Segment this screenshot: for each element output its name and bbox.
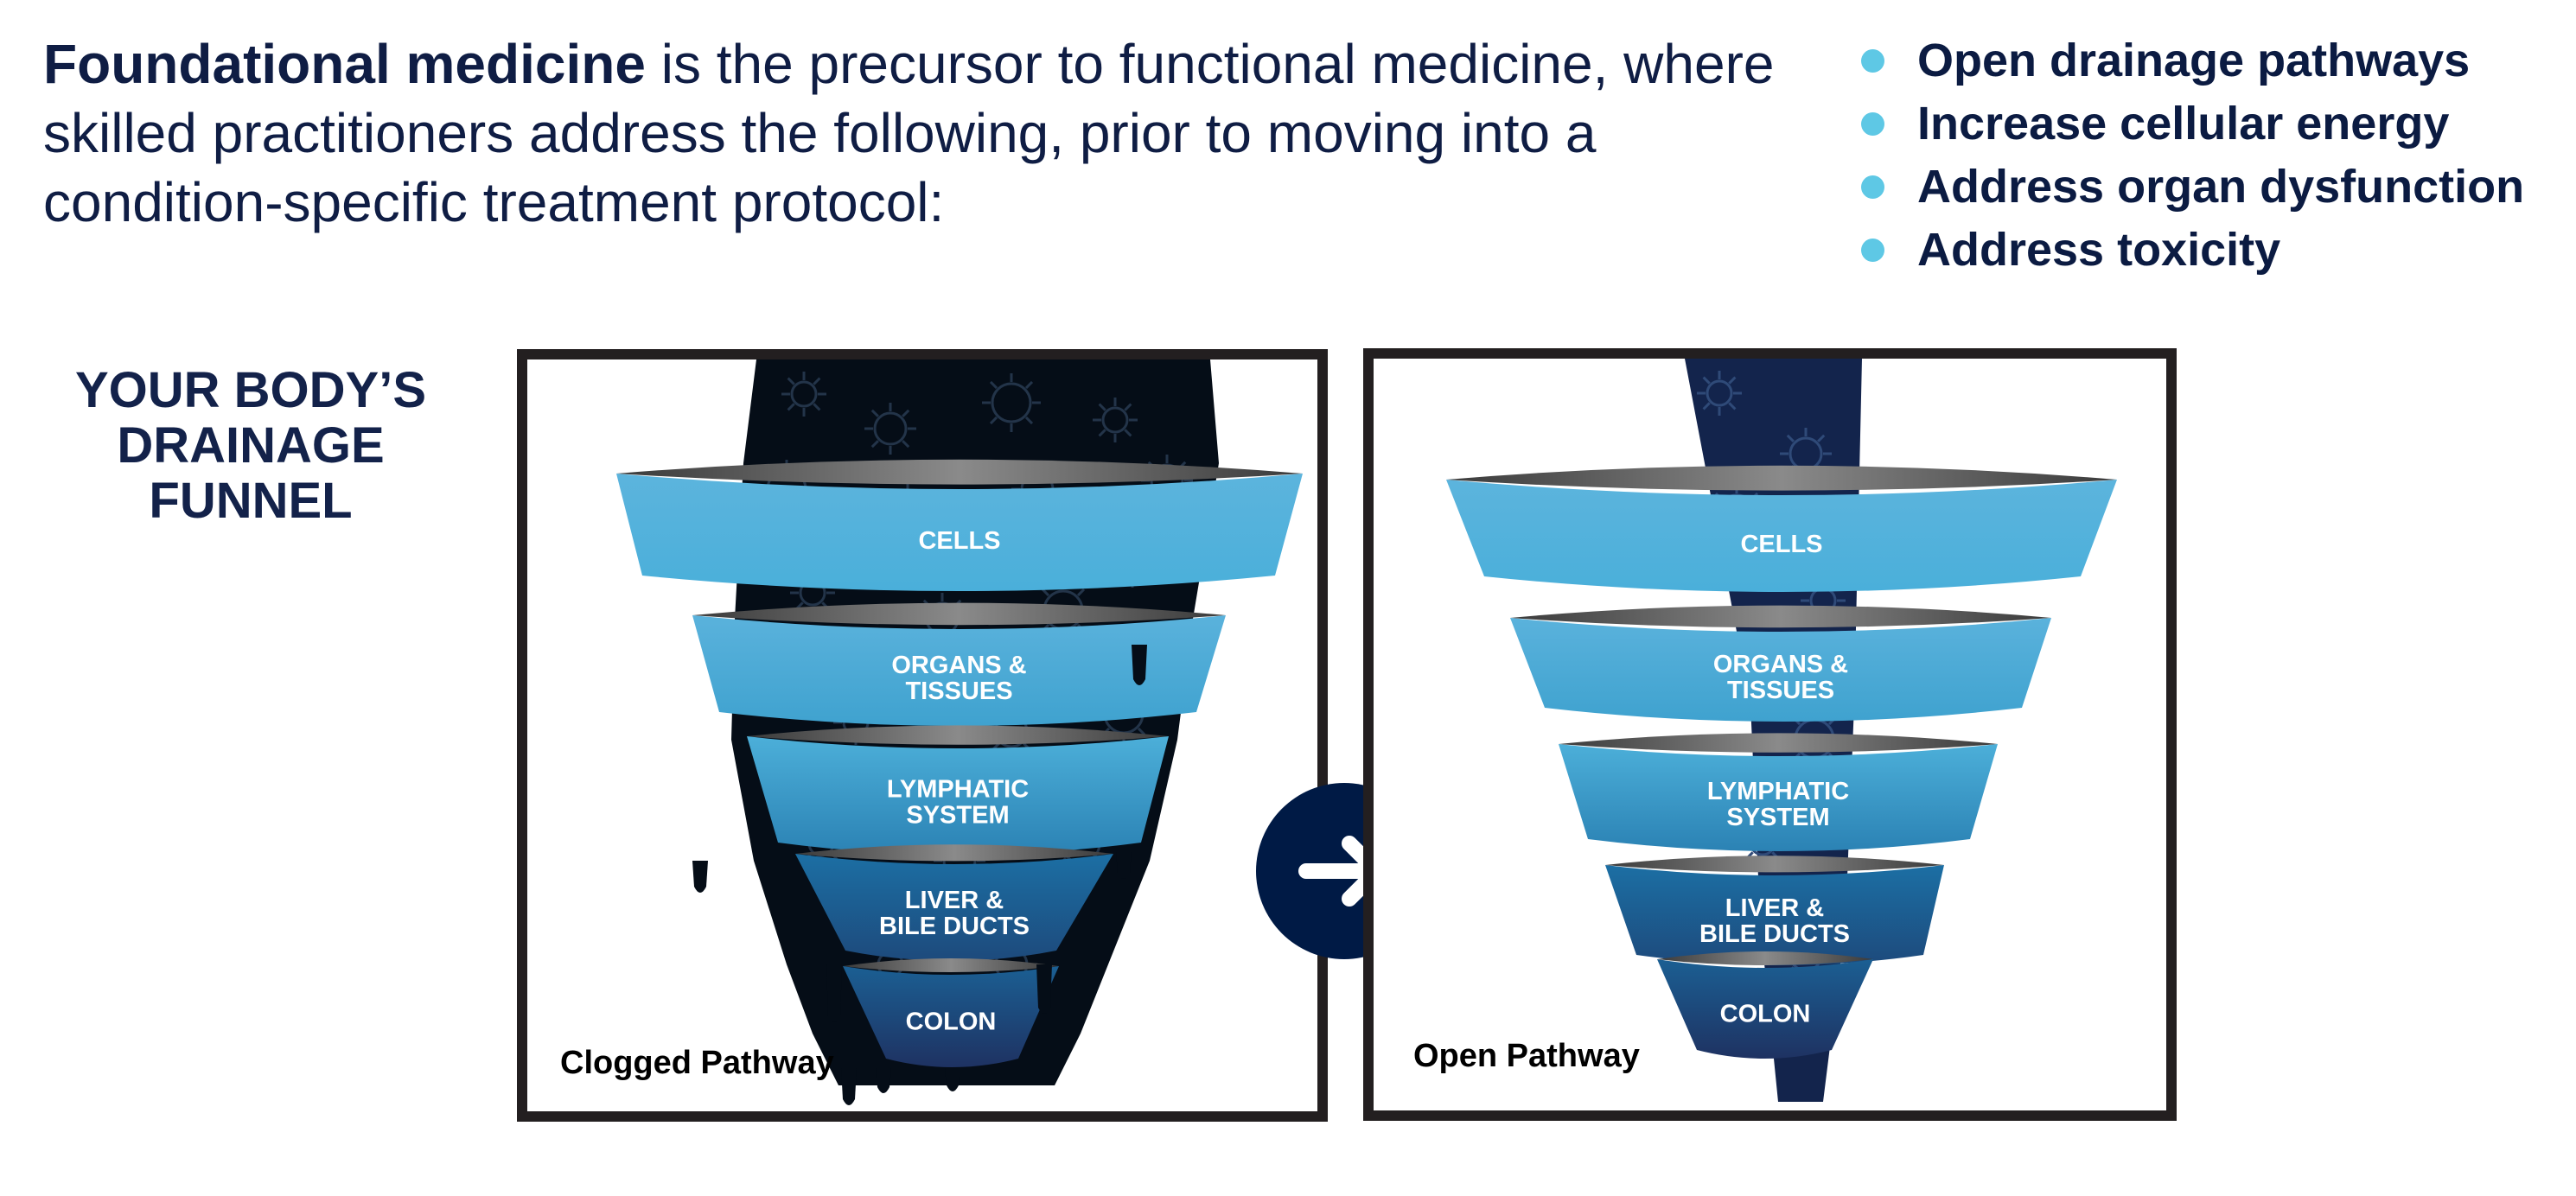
sludge-drip — [1132, 645, 1147, 685]
goal-item: Increase cellular energy — [1859, 92, 2524, 156]
intro-lead: Foundational medicine — [43, 33, 646, 95]
funnel-band — [1559, 744, 1998, 851]
funnel-level-label: LYMPHATIC — [887, 776, 1029, 804]
goal-label: Open drainage pathways — [1917, 35, 2471, 86]
funnel-level-label: LIVER & — [905, 887, 1004, 914]
goal-item: Address toxicity — [1859, 219, 2524, 282]
funnel-level-label: LYMPHATIC — [1707, 778, 1849, 805]
bullet-dot-icon — [1861, 112, 1884, 136]
sludge-drip — [1036, 964, 1052, 1014]
funnel-rim — [843, 958, 1059, 972]
funnel-band — [747, 736, 1169, 855]
funnel-band — [843, 966, 1059, 1067]
funnel-rim — [692, 602, 1226, 626]
funnel-heading: YOUR BODY’S DRAINAGE FUNNEL — [35, 363, 467, 529]
funnel-rim — [1446, 465, 2117, 491]
sludge-drip — [692, 861, 708, 893]
funnel-level-label: COLON — [906, 1008, 997, 1036]
microbe-icon — [864, 403, 916, 455]
intro-paragraph: Foundational medicine is the precursor t… — [43, 29, 1824, 237]
goals-list: Open drainage pathways Increase cellular… — [1859, 29, 2524, 282]
sludge-drip — [1116, 852, 1132, 879]
funnel-level-label: CELLS — [918, 527, 1000, 555]
funnel-level-label: COLON — [1720, 1001, 1811, 1028]
funnel-band — [692, 615, 1226, 726]
funnel-rim — [795, 844, 1113, 862]
goal-item: Address organ dysfunction — [1859, 156, 2524, 219]
heading-line: YOUR BODY’S — [74, 362, 427, 418]
funnel-band — [616, 474, 1303, 591]
goal-label: Address organ dysfunction — [1917, 161, 2525, 213]
funnel-band — [1657, 959, 1873, 1059]
funnel-rim — [1559, 733, 1998, 753]
goal-label: Increase cellular energy — [1917, 98, 2450, 150]
heading-line: DRAINAGE — [117, 417, 385, 474]
clogged-pathway-label: Clogged Pathway — [560, 1045, 834, 1081]
funnel-band — [1510, 618, 2051, 722]
funnel-level-label: TISSUES — [905, 678, 1012, 705]
microbe-icon — [982, 373, 1041, 432]
goal-label: Address toxicity — [1917, 224, 2281, 276]
funnel-level-label: LIVER & — [1725, 894, 1824, 922]
funnel-rim — [747, 725, 1169, 745]
goal-item: Open drainage pathways — [1859, 29, 2524, 92]
funnel-level-label: SYSTEM — [1726, 804, 1829, 831]
funnel-rim — [1605, 856, 1944, 873]
microbe-icon — [1093, 398, 1138, 442]
funnel-level-label: ORGANS & — [891, 652, 1026, 679]
funnel-level-label: SYSTEM — [906, 802, 1009, 830]
funnel-level-label: ORGANS & — [1713, 651, 1848, 678]
funnel-level-label: TISSUES — [1727, 677, 1834, 704]
bullet-dot-icon — [1861, 175, 1884, 199]
sludge-drip — [841, 1068, 857, 1105]
funnel-band — [795, 854, 1113, 961]
bullet-dot-icon — [1861, 239, 1884, 262]
microbe-icon — [1697, 371, 1742, 416]
funnel-band — [1605, 865, 1944, 965]
bullet-dot-icon — [1861, 49, 1884, 73]
sludge-drip — [826, 964, 842, 1022]
funnel-rim — [616, 459, 1303, 485]
sludge-drip — [945, 1068, 960, 1091]
funnel-level-label: CELLS — [1740, 531, 1822, 558]
open-pathway-label: Open Pathway — [1413, 1038, 1640, 1074]
funnel-rim — [1657, 951, 1873, 965]
funnel-level-label: BILE DUCTS — [1699, 920, 1850, 948]
funnel-band — [1446, 480, 2117, 592]
sludge-drip — [876, 1068, 891, 1093]
intro-text: is the precursor to functional medicine,… — [43, 33, 1775, 233]
microbe-icon — [781, 372, 826, 417]
funnel-rim — [1510, 605, 2051, 628]
funnel-level-label: BILE DUCTS — [879, 913, 1030, 940]
heading-line: FUNNEL — [149, 473, 353, 529]
